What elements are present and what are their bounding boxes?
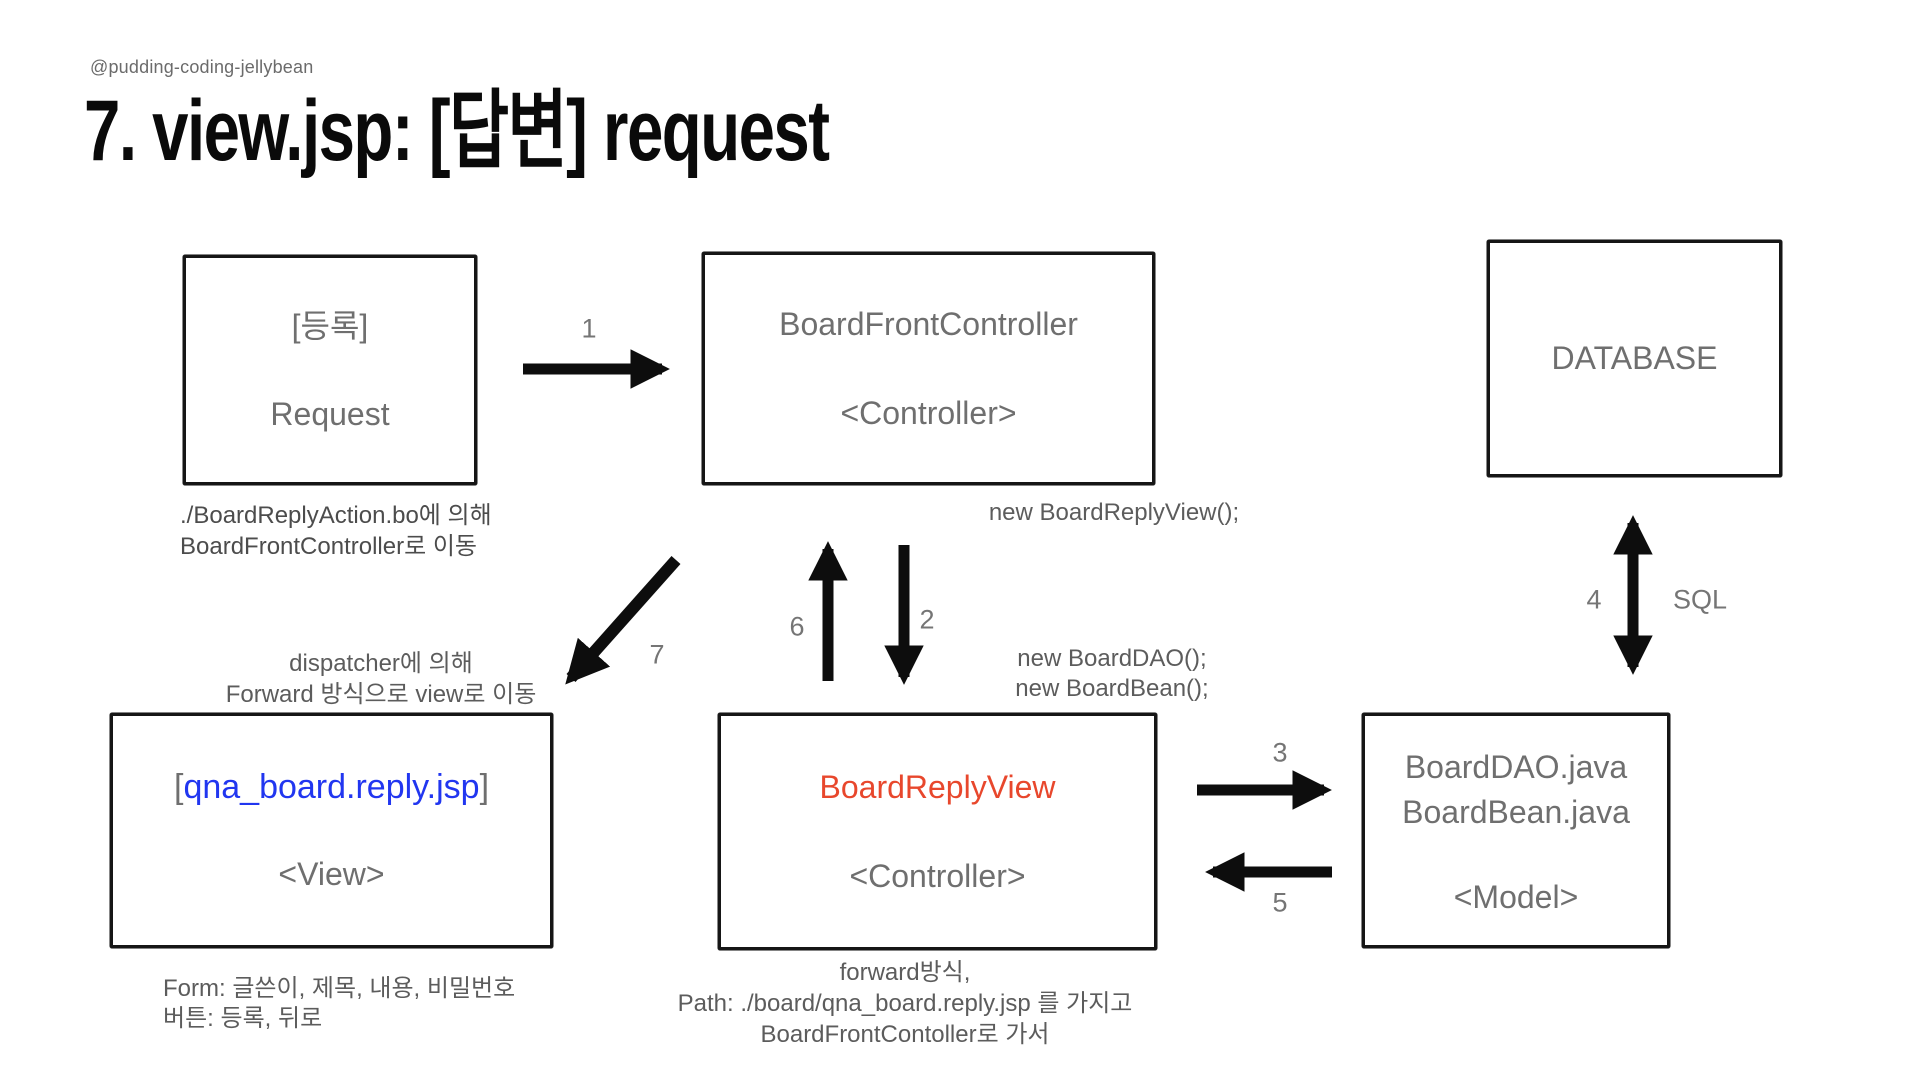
view-bracket-open: [ — [173, 768, 184, 807]
node-reply-view: BoardReplyView <Controller> — [718, 713, 1157, 950]
node-view-subtitle: <View> — [278, 856, 385, 893]
arrow-3-label: 3 — [1272, 737, 1288, 768]
dispatcher-note: dispatcher에 의해 Forward 방식으로 view로 이동 — [225, 650, 537, 708]
node-front-controller-subtitle: <Controller> — [840, 394, 1017, 431]
node-model: BoardDAO.java BoardBean.java <Model> — [1362, 713, 1670, 948]
node-view-title: [qna_board.reply.jsp] — [174, 767, 489, 808]
node-database: DATABASE — [1487, 240, 1782, 477]
node-front-controller-title: BoardFrontController — [779, 306, 1078, 343]
new-reply-view-note: new BoardReplyView(); — [988, 499, 1240, 526]
node-database-title: DATABASE — [1551, 340, 1718, 377]
arrow-6-label: 6 — [789, 611, 805, 642]
arrow-1-label: 1 — [581, 313, 597, 344]
node-front-controller: BoardFrontController <Controller> — [702, 252, 1155, 485]
node-model-subtitle: <Model> — [1453, 878, 1579, 915]
node-request-title: [등록] — [291, 307, 369, 344]
node-request: [등록] Request — [183, 255, 477, 485]
view-bracket-close: ] — [479, 768, 490, 807]
node-reply-view-title: BoardReplyView — [819, 769, 1056, 806]
reply-forward-note: forward방식, Path: ./board/qna_board.reply… — [677, 959, 1133, 1048]
node-model-title: BoardDAO.java BoardBean.java — [1402, 748, 1630, 831]
sql-label: SQL — [1672, 584, 1728, 615]
arrow-4-label: 4 — [1586, 584, 1602, 615]
request-note: ./BoardReplyAction.bo에 의해 BoardFrontCont… — [180, 502, 492, 560]
arrow-5-label: 5 — [1272, 887, 1288, 918]
node-reply-view-subtitle: <Controller> — [849, 857, 1026, 894]
view-jsp-name: qna_board.reply.jsp — [183, 768, 480, 807]
node-request-subtitle: Request — [270, 396, 390, 432]
arrow-2-label: 2 — [919, 604, 935, 635]
page-title: 7. view.jsp: [답변] request — [84, 83, 830, 179]
new-dao-note: new BoardDAO(); new BoardBean(); — [1015, 645, 1209, 702]
arrow-7-label: 7 — [649, 639, 665, 670]
author-handle: @pudding-coding-jellybean — [90, 57, 314, 77]
node-view: [qna_board.reply.jsp] <View> — [110, 713, 553, 948]
view-form-note: Form: 글쓴이, 제목, 내용, 비밀번호 버튼: 등록, 뒤로 — [163, 975, 516, 1032]
